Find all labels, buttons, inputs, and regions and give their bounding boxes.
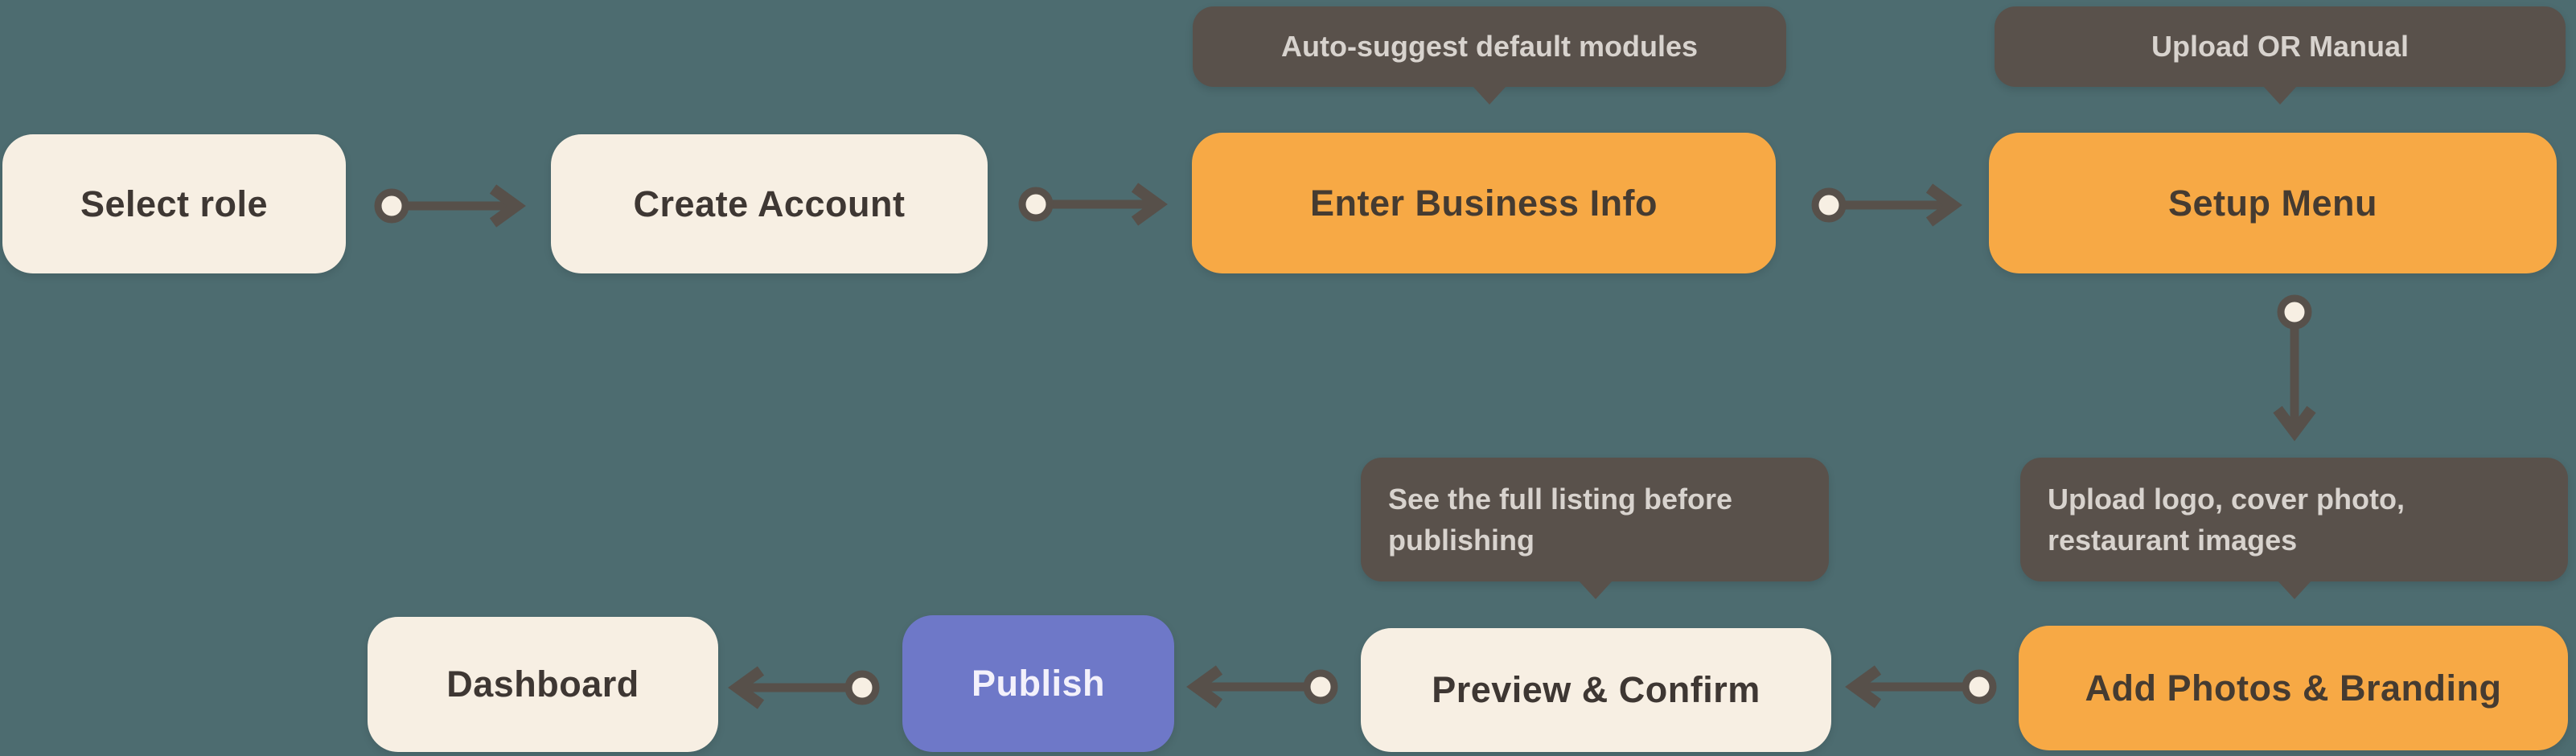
node-setup-menu: Setup Menu: [1989, 133, 2557, 273]
node-preview-confirm-label: Preview & Confirm: [1432, 669, 1760, 710]
node-select-role-label: Select role: [80, 183, 269, 224]
node-enter-business-info: Enter Business Info: [1192, 133, 1776, 273]
right-arrow-icon: [1811, 183, 1962, 227]
tooltip-setup-menu-text: Upload OR Manual: [2151, 30, 2409, 64]
tooltip-add-photos: Upload logo, cover photo, restaurant ima…: [2020, 458, 2568, 599]
node-add-photos-branding-label: Add Photos & Branding: [2085, 667, 2502, 709]
node-enter-business-info-label: Enter Business Info: [1309, 182, 1658, 224]
right-arrow-icon: [1018, 183, 1168, 226]
arrow-add-photos-to-preview-confirm: [1836, 663, 1997, 711]
tooltip-enter-business-info-text: Auto-suggest default modules: [1280, 30, 1698, 64]
node-publish-label: Publish: [971, 663, 1105, 704]
node-add-photos-branding: Add Photos & Branding: [2019, 626, 2568, 750]
node-select-role: Select role: [2, 134, 346, 273]
arrow-setup-menu-to-add-photos: [2270, 294, 2319, 455]
right-arrow-icon: [374, 184, 526, 228]
node-create-account-label: Create Account: [633, 183, 906, 224]
node-setup-menu-label: Setup Menu: [2168, 182, 2377, 224]
node-preview-confirm: Preview & Confirm: [1361, 628, 1831, 752]
tooltip-preview-confirm: See the full listing before publishing: [1361, 458, 1829, 599]
tooltip-add-photos-text: Upload logo, cover photo, restaurant ima…: [2048, 482, 2405, 557]
arrow-enter-business-info-to-setup-menu: [1811, 181, 1972, 229]
left-arrow-icon: [728, 666, 880, 709]
node-create-account: Create Account: [551, 134, 988, 273]
left-arrow-icon: [1845, 665, 1997, 709]
arrow-preview-confirm-to-publish: [1177, 663, 1338, 711]
tooltip-enter-business-info: Auto-suggest default modules: [1193, 6, 1786, 105]
tooltip-preview-confirm-text: See the full listing before publishing: [1388, 482, 1733, 557]
arrow-select-role-to-create-account: [374, 182, 535, 230]
node-dashboard-label: Dashboard: [446, 664, 639, 705]
arrow-publish-to-dashboard: [719, 664, 880, 712]
arrow-create-account-to-enter-business-info: [1018, 180, 1179, 228]
node-dashboard: Dashboard: [368, 617, 718, 752]
down-arrow-icon: [2273, 294, 2316, 442]
tooltip-setup-menu: Upload OR Manual: [1995, 6, 2566, 105]
left-arrow-icon: [1186, 665, 1338, 709]
node-publish: Publish: [902, 615, 1174, 752]
